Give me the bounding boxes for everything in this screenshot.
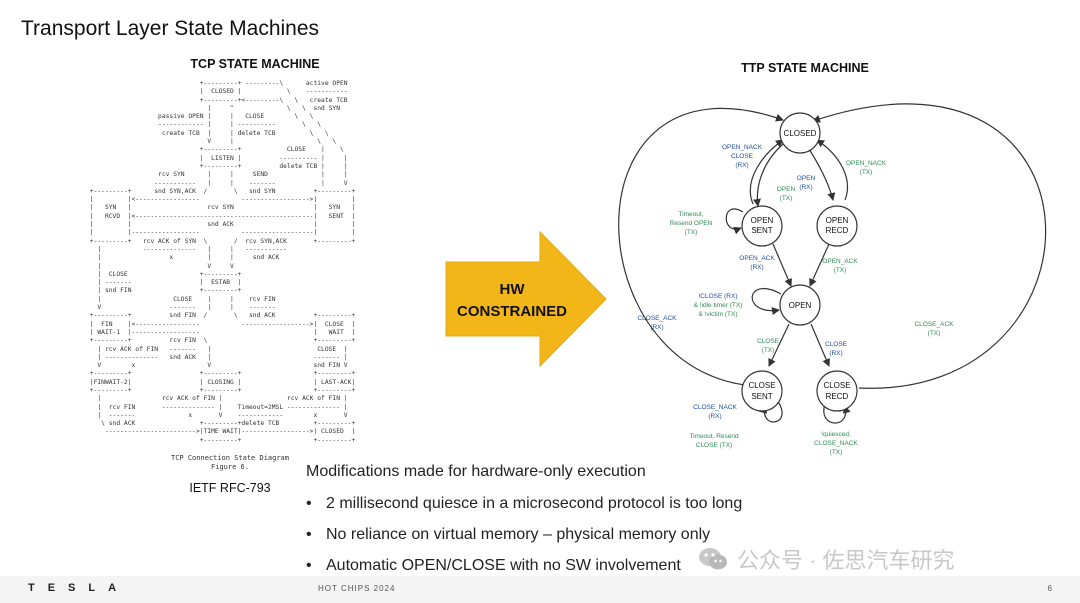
label-close-nack-rx-2: (RX) xyxy=(708,413,721,420)
label-quiesced-1: !quiesced, xyxy=(821,431,851,438)
state-closed xyxy=(779,112,821,154)
label-open-tx-2: (TX) xyxy=(780,195,793,202)
edge-closed-to-open-recd xyxy=(806,145,836,201)
tcp-state-machine-title: TCP STATE MACHINE xyxy=(190,57,320,71)
arrow-label-hw: HW xyxy=(500,281,526,298)
label-close-tx-1: CLOSE xyxy=(757,338,780,345)
bullet-symbol: • xyxy=(306,495,312,512)
label-timeout-1: Timeout, xyxy=(678,211,703,218)
edge-open-sent-to-closed xyxy=(749,139,784,205)
rfc-figure-caption: TCP Connection State Diagram Figure 6. xyxy=(160,454,300,472)
edge-open-to-close-sent xyxy=(768,323,790,367)
edge-open-sent-self xyxy=(725,208,744,235)
label-timeout-2: Resend OPEN xyxy=(670,220,713,227)
modifications-title: Modifications made for hardware-only exe… xyxy=(306,463,646,480)
arrow-shape xyxy=(445,230,607,368)
page-number: 6 xyxy=(1047,584,1052,593)
state-open-recd-label-2: RECD xyxy=(826,226,849,235)
edge-open-self xyxy=(751,288,782,316)
state-open-label: OPEN xyxy=(789,301,812,310)
label-open-ack-rx-1: OPEN_ACK xyxy=(739,255,775,262)
rfc793-ascii-diagram: +---------+ ---------\ active OPEN | CLO… xyxy=(89,80,356,444)
state-open-recd-label-1: OPEN xyxy=(826,216,849,225)
tesla-logo: TESLA xyxy=(28,582,130,594)
bullet-symbol: • xyxy=(306,526,312,543)
label-close-ack-tx-1: CLOSE_ACK xyxy=(914,321,954,328)
state-closed-label: CLOSED xyxy=(784,129,817,138)
event-name: HOT CHIPS 2024 xyxy=(318,584,396,593)
label-close-tx-2: (TX) xyxy=(762,347,775,354)
state-open xyxy=(779,284,821,326)
label-open-nack-rx-1: OPEN_NACK xyxy=(722,144,763,151)
label-close-rx-1: CLOSE xyxy=(825,341,848,348)
label-open-rx-2: (RX) xyxy=(799,184,812,191)
edge-open-recd-to-closed xyxy=(816,139,849,201)
state-close-recd-label-2: RECD xyxy=(826,392,849,401)
state-close-recd xyxy=(816,370,858,412)
bullet-text: 2 millisecond quiesce in a microsecond p… xyxy=(326,495,743,512)
state-close-sent-label-1: CLOSE xyxy=(748,381,775,390)
bullet-text: Automatic OPEN/CLOSE with no SW involvem… xyxy=(326,557,681,574)
hw-constrained-arrow: HW CONSTRAINED xyxy=(445,230,607,368)
edge-open-recd-to-open xyxy=(809,243,830,287)
wechat-icon xyxy=(699,548,727,570)
arrow-label-constrained: CONSTRAINED xyxy=(457,303,567,320)
label-idle-1: !CLOSE (RX) xyxy=(698,293,737,300)
list-item: • 2 millisecond quiesce in a microsecond … xyxy=(306,493,742,524)
modifications-list: • 2 millisecond quiesce in a microsecond … xyxy=(306,493,742,586)
footer-bar: TESLA HOT CHIPS 2024 6 xyxy=(0,576,1080,603)
rfc-caption-line-2: Figure 6. xyxy=(211,463,249,471)
bullet-symbol: • xyxy=(306,557,312,574)
label-open-ack-tx-1: OPEN_ACK xyxy=(822,258,858,265)
label-open-nack-tx-2: (TX) xyxy=(860,169,873,176)
edge-closed-to-open-sent xyxy=(753,143,784,207)
label-idle-2: & !idle timer (TX) xyxy=(694,302,743,309)
edge-close-sent-to-closed xyxy=(618,107,784,387)
label-open-tx-1: OPEN xyxy=(777,186,796,193)
rfc-label: IETF RFC-793 xyxy=(189,481,271,495)
state-open-recd xyxy=(816,205,858,247)
label-close-ack-rx-1: CLOSE_ACK xyxy=(637,315,677,322)
edge-close-recd-self xyxy=(823,403,851,424)
label-open-nack-rx-3: (RX) xyxy=(735,162,748,169)
label-resend-close-1: Timeout, Resend xyxy=(689,433,739,440)
label-open-ack-rx-2: (RX) xyxy=(750,264,763,271)
list-item: • Automatic OPEN/CLOSE with no SW involve… xyxy=(306,555,742,586)
label-quiesced-2: CLOSE_NACK xyxy=(814,440,858,447)
label-close-nack-rx-1: CLOSE_NACK xyxy=(693,404,737,411)
label-close-rx-2: (RX) xyxy=(829,350,842,357)
label-resend-close-2: CLOSE (TX) xyxy=(696,442,732,449)
list-item: • No reliance on virtual memory – physica… xyxy=(306,524,742,555)
state-close-sent-label-2: SENT xyxy=(751,392,772,401)
label-open-ack-tx-2: (TX) xyxy=(834,267,847,274)
state-open-sent-label-1: OPEN xyxy=(751,216,774,225)
label-quiesced-3: (TX) xyxy=(830,449,843,456)
label-close-ack-rx-2: (RX) xyxy=(650,324,663,331)
bullet-text: No reliance on virtual memory – physical… xyxy=(326,526,711,543)
watermark: 公众号 · 佐思汽车研究 xyxy=(697,543,955,575)
watermark-text: 公众号 · 佐思汽车研究 xyxy=(737,548,955,573)
ttp-state-diagram: CLOSED OPEN SENT OPEN RECD OPEN CLOSE SE… xyxy=(618,103,1047,456)
state-close-recd-label-1: CLOSE xyxy=(823,381,850,390)
edge-close-recd-to-closed xyxy=(812,103,1047,389)
label-open-nack-rx-2: CLOSE xyxy=(731,153,754,160)
label-idle-3: & !victim (TX) xyxy=(699,311,738,318)
ttp-state-machine-title: TTP STATE MACHINE xyxy=(741,61,869,75)
state-close-sent xyxy=(741,370,783,412)
state-open-sent xyxy=(741,205,783,247)
label-open-nack-tx-1: OPEN_NACK xyxy=(846,160,887,167)
rfc-caption-line-1: TCP Connection State Diagram xyxy=(170,454,289,462)
label-close-ack-tx-2: (TX) xyxy=(928,330,941,337)
slide-title: Transport Layer State Machines xyxy=(21,17,320,40)
edge-close-sent-self xyxy=(759,399,783,423)
edge-open-sent-to-open xyxy=(772,243,792,287)
label-timeout-3: (TX) xyxy=(685,229,698,236)
state-open-sent-label-2: SENT xyxy=(751,226,772,235)
edge-open-to-close-recd xyxy=(810,323,830,367)
label-open-rx-1: OPEN xyxy=(797,175,816,182)
